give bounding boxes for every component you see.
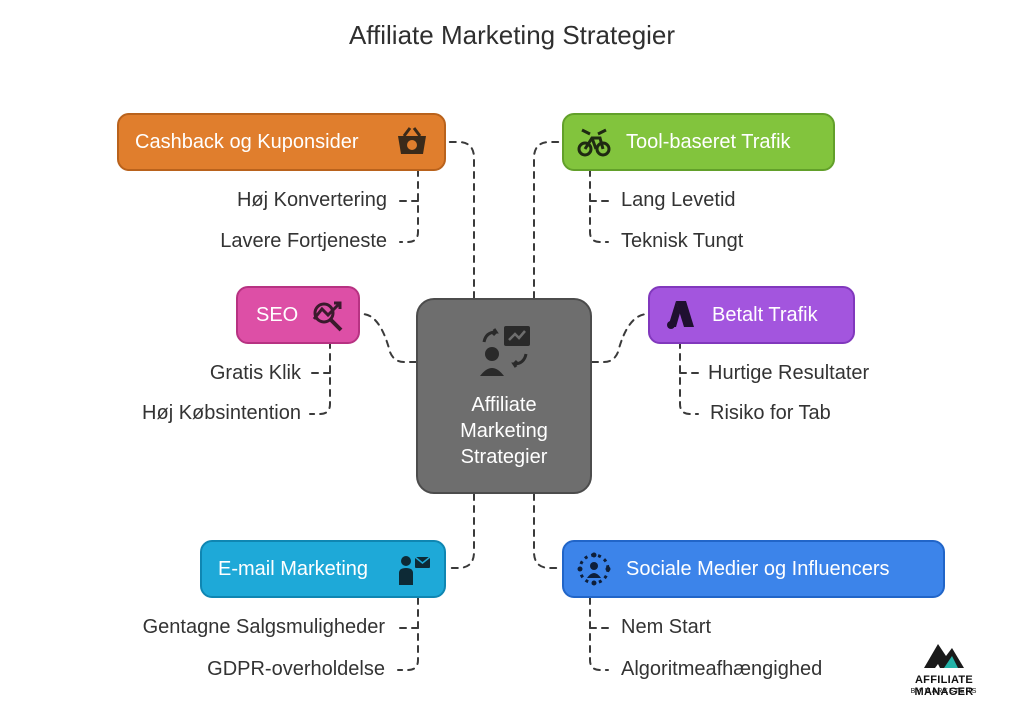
cashback-point-1: Høj Konvertering — [236, 189, 387, 211]
seo-point-1: Gratis Klik — [209, 362, 301, 384]
node-email-label: E-mail Marketing — [218, 557, 369, 580]
search-growth-icon — [310, 297, 346, 333]
shopping-basket-icon — [394, 124, 430, 160]
node-social-label: Sociale Medier og Influencers — [626, 557, 890, 580]
node-seo-label: SEO — [256, 303, 299, 326]
social-point-1: Nem Start — [621, 616, 712, 638]
node-cashback-label: Cashback og Kuponsider — [135, 130, 359, 153]
center-line-2: Marketing — [460, 420, 548, 442]
network-people-icon — [576, 551, 612, 587]
paid-point-2: Risiko for Tab — [710, 402, 831, 424]
center-line-1: Affiliate — [471, 394, 537, 416]
center-node: Affiliate Marketing Strategier — [416, 298, 592, 494]
node-cashback: Cashback og Kuponsider — [117, 113, 446, 171]
brand-logo: AFFILIATE MANAGER BY MARKETERS — [884, 638, 1004, 698]
diagram-title: Affiliate Marketing Strategier — [348, 20, 676, 50]
ads-logo-icon — [662, 297, 698, 333]
node-email: E-mail Marketing — [200, 540, 446, 598]
tool-point-1: Lang Levetid — [621, 189, 736, 211]
node-seo: SEO — [236, 286, 360, 344]
node-social: Sociale Medier og Influencers — [562, 540, 945, 598]
seo-point-2: Høj Købsintention — [142, 402, 301, 424]
social-point-2: Algoritmeafhængighed — [621, 658, 823, 680]
center-line-3: Strategier — [460, 446, 548, 468]
tool-point-2: Teknisk Tungt — [621, 230, 744, 252]
mountain-logo-icon — [924, 644, 964, 668]
email-point-1: Gentagne Salgsmuligheder — [142, 616, 385, 638]
node-paid: Betalt Trafik — [648, 286, 855, 344]
person-mail-icon — [396, 551, 432, 587]
paid-point-1: Hurtige Resultater — [708, 362, 870, 384]
strategy-presentation-icon — [478, 322, 534, 378]
node-tool-label: Tool-baseret Trafik — [626, 130, 791, 153]
tools-bicycle-icon — [576, 124, 612, 160]
logo-tagline: BY MARKETERS — [910, 688, 978, 695]
logo-name: AFFILIATE MANAGER — [914, 674, 974, 698]
cashback-point-2: Lavere Fortjeneste — [220, 230, 387, 252]
node-paid-label: Betalt Trafik — [712, 303, 818, 326]
email-point-2: GDPR-overholdelse — [207, 658, 385, 680]
node-tool: Tool-baseret Trafik — [562, 113, 835, 171]
